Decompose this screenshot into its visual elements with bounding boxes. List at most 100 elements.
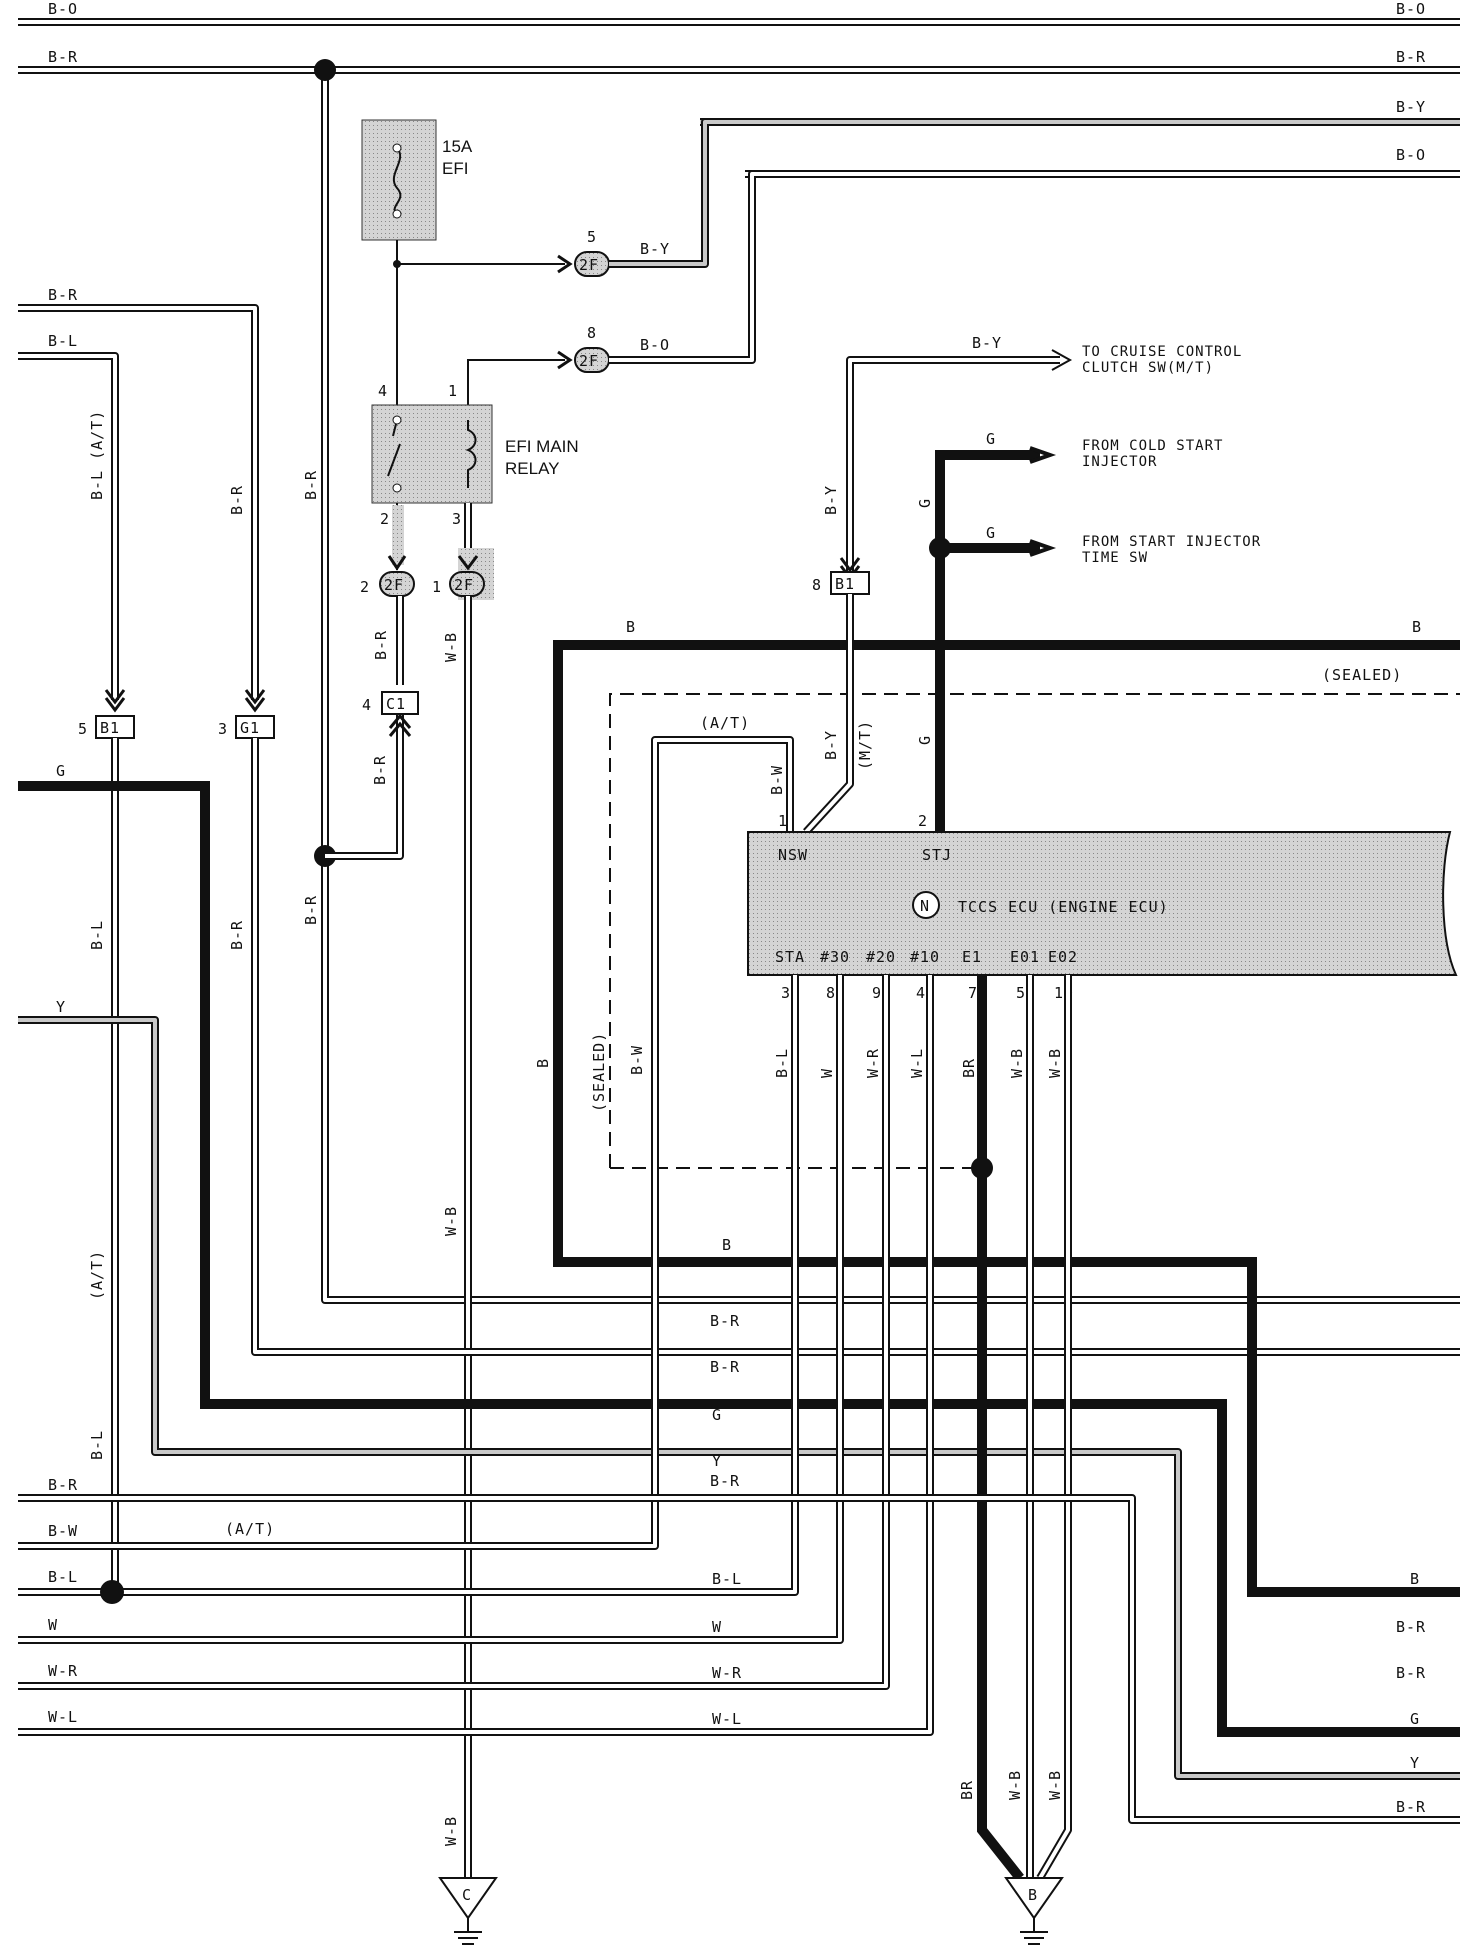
ecu-pin-name: E01 bbox=[1010, 948, 1040, 966]
wire-label-at: (A/T) bbox=[225, 1520, 275, 1538]
cruise-note-2: CLUTCH SW(M/T) bbox=[1082, 360, 1214, 376]
top-bus: B-O B-O B-R B-R B-Y B-O bbox=[18, 0, 1460, 178]
left-bus-label: B-W bbox=[48, 1522, 78, 1540]
splice-dot bbox=[100, 1580, 124, 1604]
relay-pin: 2 bbox=[380, 510, 390, 528]
wire-label-br: B-R bbox=[302, 895, 320, 925]
wire-label-wb: W-B bbox=[442, 1816, 460, 1846]
ecu-pin-name: E02 bbox=[1048, 948, 1078, 966]
ecu-pin-num: 5 bbox=[1016, 984, 1026, 1002]
splice-dot bbox=[971, 1157, 993, 1179]
wire-label-b: B bbox=[722, 1236, 732, 1254]
cold-note-1: FROM COLD START bbox=[1082, 438, 1223, 454]
wire-label-bl: B-L bbox=[48, 332, 78, 350]
relay-pin: 4 bbox=[378, 382, 388, 400]
ground-c: C bbox=[438, 1877, 498, 1945]
left-bus-label-mid: W-L bbox=[712, 1710, 742, 1728]
wire-label-by: B-Y bbox=[822, 730, 840, 760]
connector-2f-pin5: 2F 5 B-Y bbox=[574, 118, 720, 277]
ecu-wire bbox=[18, 975, 890, 1690]
right-bus-label: Y bbox=[1410, 1754, 1420, 1772]
wire-label-bl-at: B-L (A/T) bbox=[88, 410, 106, 500]
bus-label-bo: B-O bbox=[48, 0, 78, 18]
ground-label: C bbox=[462, 1886, 472, 1904]
left-bus-label: W-L bbox=[48, 1708, 78, 1726]
connector-pin: 8 bbox=[812, 576, 822, 594]
ecu-pin-name: E1 bbox=[962, 948, 982, 966]
connector-id: C1 bbox=[386, 695, 406, 713]
left-bus-label: W-R bbox=[48, 1662, 78, 1680]
wire-label-br: B-R bbox=[48, 286, 78, 304]
ecu-pin-name: NSW bbox=[778, 846, 808, 864]
connector-b1-right: B1 8 B-Y (M/T) bbox=[803, 571, 874, 835]
wire-label-at: (A/T) bbox=[88, 1250, 106, 1300]
wire-y-left: Y bbox=[18, 998, 1460, 1780]
connector-pin: 4 bbox=[362, 696, 372, 714]
wire-label-mt: (M/T) bbox=[856, 720, 874, 770]
connector-id: B1 bbox=[100, 719, 120, 737]
ecu-pin-num: 8 bbox=[826, 984, 836, 1002]
connector-b1-left: B1 5 B-L (A/T) B-L bbox=[78, 715, 135, 1592]
wire-label-br: B-R bbox=[371, 755, 389, 785]
ecu-pin-name: #20 bbox=[866, 948, 896, 966]
fuse-rating: 15A bbox=[442, 137, 473, 156]
wire-label-ground: W-B bbox=[1006, 1770, 1024, 1800]
connector-2f-pin2: 2F 2 B-R bbox=[360, 571, 415, 685]
wire-label-y: Y bbox=[56, 998, 66, 1016]
connector-2f-pin8: 2F 8 B-O bbox=[467, 170, 760, 420]
cold-note-2: INJECTOR bbox=[1082, 454, 1157, 470]
wire-bw-nsw: (A/T) B-W B-W (A/T) bbox=[18, 714, 794, 1550]
right-bus-label: B bbox=[1410, 1570, 1420, 1588]
ecu-badge bbox=[912, 891, 940, 919]
ecu-badge-letter: N bbox=[920, 897, 930, 915]
ecu-bottom-pins: STA3B-L#308W#209W-R#104W-LE17BRE015W-BE0… bbox=[18, 948, 1078, 1882]
wire-label-bo: B-O bbox=[640, 336, 670, 354]
right-bus-label: G bbox=[1410, 1710, 1420, 1728]
connector-id: G1 bbox=[240, 719, 260, 737]
wire-label-br: B-R bbox=[228, 485, 246, 515]
connector-id: 2F bbox=[579, 352, 599, 370]
left-bus-label: W bbox=[48, 1616, 58, 1634]
wire-label-g: G bbox=[916, 735, 934, 745]
right-bus-label: B-R bbox=[1396, 1798, 1426, 1816]
ecu-wire bbox=[1038, 975, 1070, 1880]
bus-label-br: B-R bbox=[48, 48, 78, 66]
ecu-pin-name: #10 bbox=[910, 948, 940, 966]
wire-label-br: B-R bbox=[228, 920, 246, 950]
connector-pin: 8 bbox=[587, 324, 597, 342]
ecu-wire bbox=[18, 975, 888, 1688]
fuse-name: EFI bbox=[442, 159, 468, 178]
ecu-pin-num: 3 bbox=[781, 984, 791, 1002]
relay-name-1: EFI MAIN bbox=[505, 437, 579, 456]
connector-id: 2F bbox=[384, 576, 404, 594]
connector-pin: 5 bbox=[78, 720, 88, 738]
left-bus-label-mid: W bbox=[712, 1618, 722, 1636]
connector-id: 2F bbox=[454, 576, 474, 594]
connector-pin: 1 bbox=[432, 578, 442, 596]
cruise-note-1: TO CRUISE CONTROL bbox=[1082, 344, 1242, 360]
wire-label-by: B-Y bbox=[972, 334, 1002, 352]
connector-2f-pin1: 2F 1 W-B W-B W-B bbox=[432, 571, 485, 1880]
sealed-label: (SEALED) bbox=[1322, 666, 1402, 684]
connector-g1: G1 3 B-R bbox=[218, 715, 1460, 1356]
ecu-pin-name: STA bbox=[775, 948, 805, 966]
wire-label-ecu: BR bbox=[960, 1058, 978, 1078]
wire-label-g: G bbox=[916, 498, 934, 508]
ecu-wire bbox=[18, 975, 842, 1642]
splice-dot bbox=[314, 59, 336, 81]
wire-label-wb: W-B bbox=[442, 632, 460, 662]
relay-pin: 3 bbox=[452, 510, 462, 528]
wire-label-bw: B-W bbox=[768, 765, 786, 795]
ecu-pin-num: 7 bbox=[968, 984, 978, 1002]
ecu-pin-num: 4 bbox=[916, 984, 926, 1002]
wire-label-wb: W-B bbox=[442, 1206, 460, 1236]
relay-name-2: RELAY bbox=[505, 459, 560, 478]
start-note-2: TIME SW bbox=[1082, 550, 1148, 566]
wire-label-bw: B-W bbox=[628, 1045, 646, 1075]
ecu-wire bbox=[18, 975, 932, 1734]
wire-label-g: G bbox=[56, 762, 66, 780]
wire-b-main: B B B B bbox=[534, 618, 1460, 1597]
wire-label-at: (A/T) bbox=[700, 714, 750, 732]
ground-b: B bbox=[1004, 1877, 1064, 1945]
bus-label-by: B-Y bbox=[1396, 98, 1426, 116]
